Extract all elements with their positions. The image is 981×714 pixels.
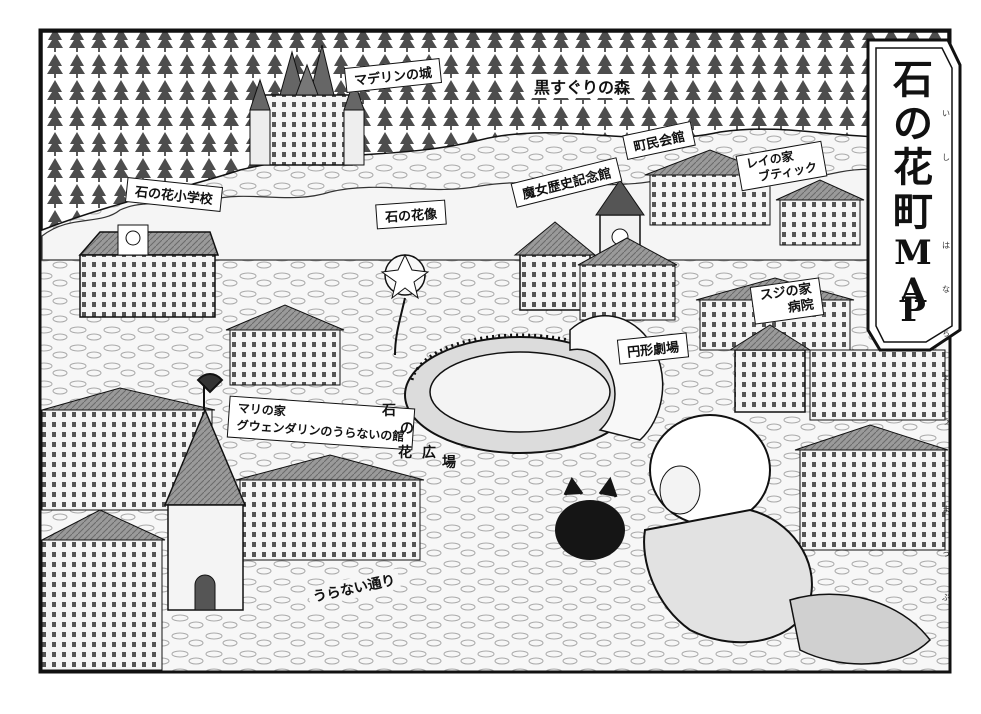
house-cluster-right bbox=[644, 149, 949, 551]
title-char: M bbox=[894, 233, 932, 273]
black-cat bbox=[555, 476, 625, 560]
statue-label[interactable]: 石の花像 bbox=[375, 199, 447, 230]
map-title: 石 の 花 町 M A bbox=[878, 56, 948, 311]
school-building bbox=[78, 224, 220, 318]
title-char: 町 bbox=[893, 188, 933, 235]
title-char: 石 bbox=[893, 56, 933, 103]
castle-building bbox=[249, 44, 365, 166]
title-char: 花 bbox=[893, 144, 933, 191]
plaza-label[interactable]: 石 の 花 広 場 bbox=[382, 403, 456, 471]
title-banner bbox=[866, 38, 962, 352]
title-char: A bbox=[899, 271, 927, 311]
stone-flower-statue bbox=[380, 253, 430, 356]
mari-house bbox=[163, 373, 247, 611]
forest-label[interactable]: 黒すぐりの森 bbox=[530, 74, 635, 98]
museum-building bbox=[513, 221, 597, 311]
title-char: の bbox=[893, 100, 933, 147]
title-char-p: P bbox=[900, 290, 926, 330]
girl-character bbox=[643, 414, 931, 665]
title-furigana: いし はな ちょう まっぷ bbox=[942, 109, 950, 602]
